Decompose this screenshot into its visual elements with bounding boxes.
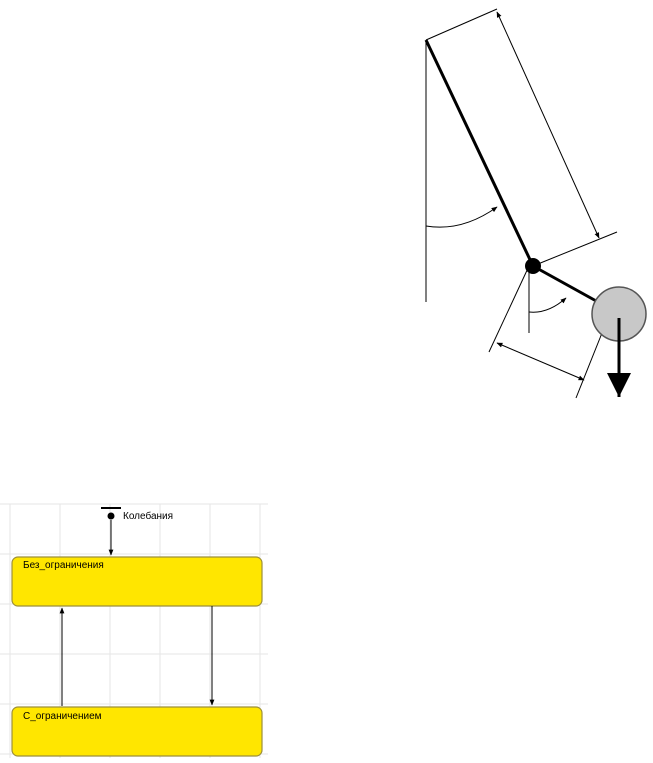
- lower-rod-extension-left: [488, 265, 530, 353]
- lower-rod-length-dimension: [496, 342, 585, 381]
- state-free-name: Без_ограничения: [23, 560, 104, 571]
- joint-pivot: [525, 258, 541, 274]
- state-constrained[interactable]: С_ограничением: [11, 706, 263, 757]
- main-rod-extension-bottom: [532, 231, 618, 267]
- initial-state[interactable]: Колебания: [101, 507, 173, 522]
- pendulum-drawing: [424, 8, 647, 399]
- state-free[interactable]: Без_ограничения: [11, 556, 263, 607]
- initial-state-label: Колебания: [123, 510, 173, 522]
- initial-state-dot: [107, 512, 115, 520]
- main-rod: [424, 39, 535, 267]
- statechart: Колебания Без_ограничения С_ограничением: [0, 503, 268, 758]
- state-constrained-name: С_ограничением: [23, 711, 102, 722]
- upper-angle-arc: [425, 206, 498, 228]
- state-free-box: [11, 556, 263, 607]
- lower-angle-arc: [528, 297, 567, 313]
- main-rod-extension-top: [425, 8, 498, 41]
- main-rod-length-dimension: [496, 11, 600, 239]
- lower-rod: [532, 264, 599, 304]
- state-constrained-box: [11, 706, 263, 757]
